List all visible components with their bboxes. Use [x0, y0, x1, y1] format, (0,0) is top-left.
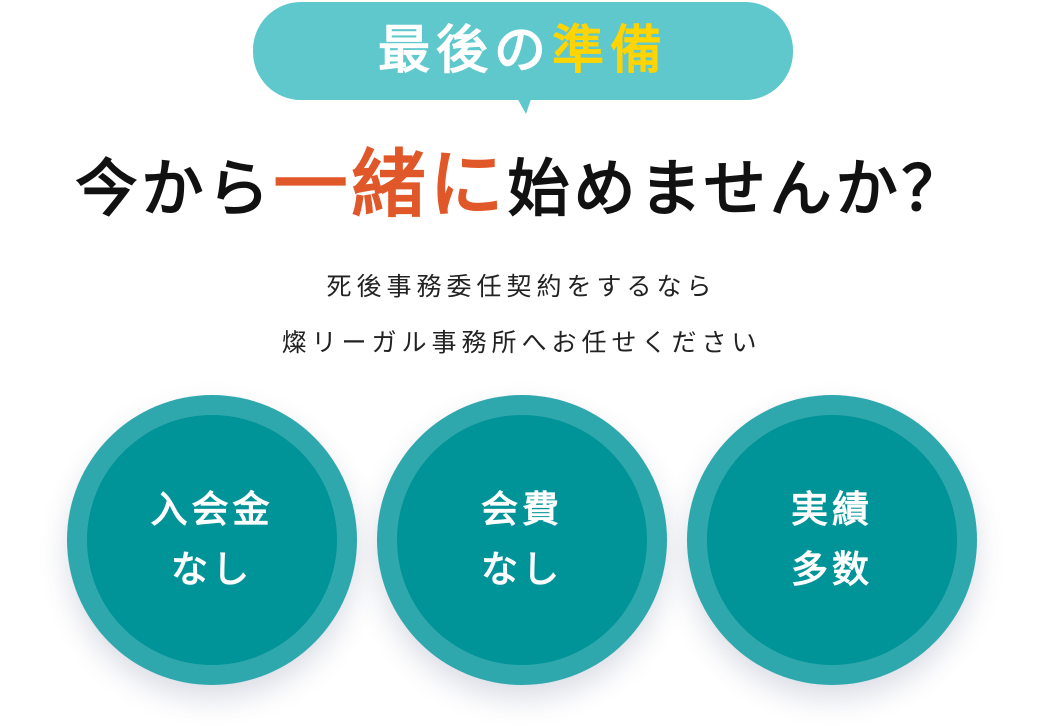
- bubble-title: 最後の準備: [378, 25, 668, 77]
- feature-badge-no-membership-fee: 会費 なし: [377, 395, 667, 685]
- feature-badge-line-1: 会費: [481, 488, 563, 531]
- feature-badge-no-entrance-fee: 入会金 なし: [67, 395, 357, 685]
- feature-badge-many-results: 実績 多数: [687, 395, 977, 685]
- feature-badge-line-2: なし: [481, 548, 563, 591]
- headline-accent: 一緒に: [273, 142, 508, 228]
- feature-badge-inner: 入会金 なし: [87, 415, 337, 665]
- subtext-line-2: 燦リーガル事務所へお任せください: [281, 328, 762, 357]
- subtext-line-1: 死後事務委任契約をするなら: [326, 272, 717, 301]
- speech-bubble: 最後の準備: [253, 2, 793, 100]
- page-headline: 今から一緒に始めませんか？: [0, 140, 1043, 234]
- bubble-title-plain: 最後の: [377, 21, 552, 81]
- feature-badge-inner: 会費 なし: [397, 415, 647, 665]
- speech-bubble-tail: [516, 96, 532, 114]
- feature-badge-line-2: 多数: [791, 548, 873, 591]
- bubble-title-highlight: 準備: [552, 21, 669, 81]
- feature-badge-inner: 実績 多数: [707, 415, 957, 665]
- headline-before: 今から: [75, 152, 274, 225]
- feature-badge-line-1: 実績: [791, 488, 873, 531]
- headline-after: 始めませんか？: [507, 152, 968, 225]
- feature-badge-line-2: なし: [171, 548, 253, 591]
- feature-badge-line-1: 入会金: [150, 488, 274, 531]
